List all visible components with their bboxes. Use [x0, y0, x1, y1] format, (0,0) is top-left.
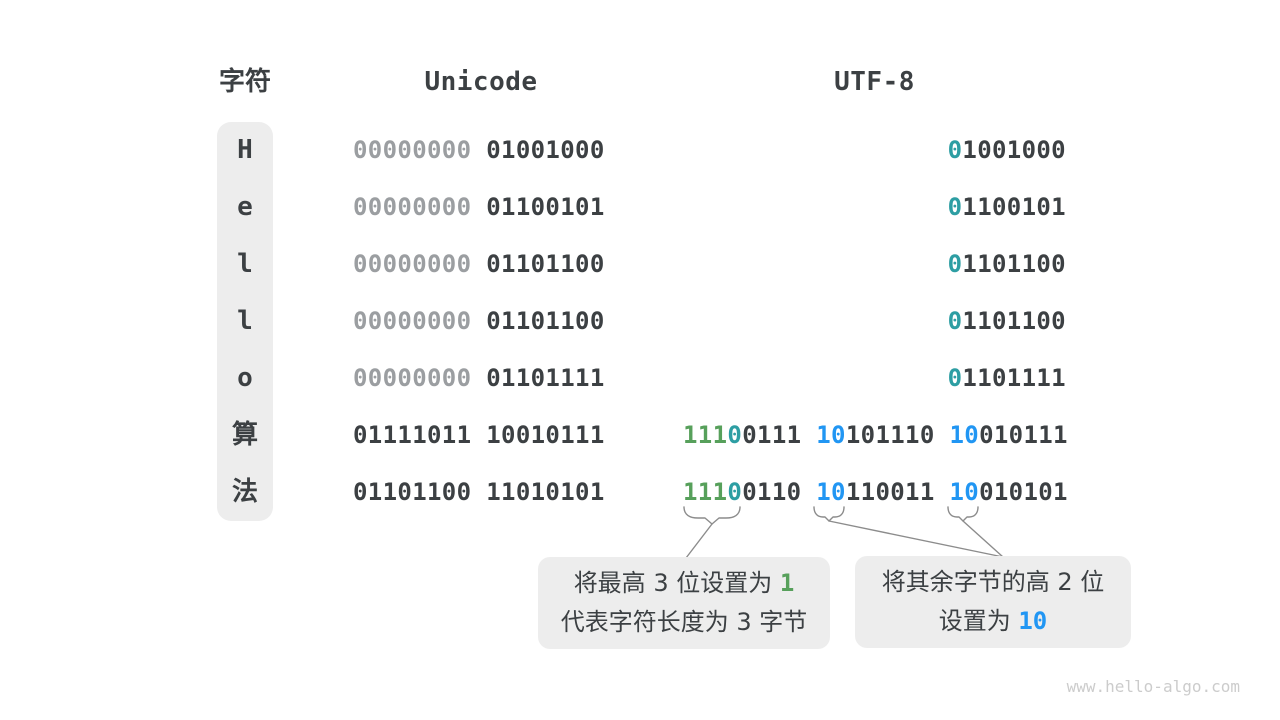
bit-segment: 111	[683, 478, 728, 506]
callout-text: 代表字符长度为 3 字节	[560, 608, 808, 636]
bit-segment: 11010101	[486, 478, 605, 506]
watermark-url: www.hello-algo.com	[1066, 677, 1240, 696]
bit-segment: 01101100	[486, 307, 605, 335]
bit-segment: 0111	[742, 421, 802, 449]
bit-segment: 1001000	[962, 136, 1066, 164]
utf8-value: 11100110 10110011 10010101	[683, 464, 1068, 521]
callout-continuation-byte-rule: 将其余字节的高 2 位设置为 10	[855, 556, 1131, 648]
callout-line: 代表字符长度为 3 字节	[538, 604, 830, 641]
utf8-value: 01101100	[683, 236, 1066, 293]
bit-segment: 0	[947, 307, 963, 335]
bit-segment: 00000000	[353, 136, 472, 164]
character-cell: e	[237, 192, 253, 222]
leader-line-leading-byte	[685, 523, 713, 559]
unicode-value: 00000000 01001000	[353, 122, 609, 179]
unicode-value: 01111011 10010111	[353, 407, 609, 464]
callout-line: 将其余字节的高 2 位	[855, 564, 1131, 601]
bit-segment: 0110	[742, 478, 802, 506]
unicode-value: 00000000 01101100	[353, 236, 609, 293]
bit-segment: 1101100	[962, 307, 1066, 335]
callout-leading-byte-rule: 将最高 3 位设置为 1 代表字符长度为 3 字节	[538, 557, 830, 649]
callout-line: 设置为 10	[855, 603, 1131, 640]
unicode-value: 01101100 11010101	[353, 464, 609, 521]
utf8-value: 11100111 10101110 10010111	[683, 407, 1068, 464]
leader-line-continuation-byte-3	[962, 520, 1004, 558]
callout-text: 将最高 3 位设置为	[573, 569, 780, 597]
bit-segment: 0	[947, 250, 963, 278]
column-header-character: 字符	[218, 67, 271, 97]
callout-line: 将最高 3 位设置为 1	[538, 565, 830, 602]
unicode-value: 00000000 01101111	[353, 350, 609, 407]
leader-line-continuation-byte-2	[828, 520, 1004, 558]
bit-segment: 01001000	[486, 136, 605, 164]
bit-segment: 01101100	[353, 478, 472, 506]
character-cell: 法	[231, 477, 258, 507]
bit-segment: 01100101	[486, 193, 605, 221]
bit-segment: 101110	[845, 421, 935, 449]
callout-text: 设置为	[938, 607, 1019, 635]
column-header-unicode: Unicode	[424, 67, 538, 97]
character-cell: l	[237, 306, 253, 336]
bit-segment: 111	[683, 421, 728, 449]
character-cell: o	[237, 363, 253, 393]
bit-segment: 00000000	[353, 364, 472, 392]
bit-segment: 010101	[979, 478, 1068, 506]
callout-highlight-bits: 10	[1018, 607, 1048, 635]
bit-segment: 0	[727, 421, 743, 449]
bit-segment: 00000000	[353, 250, 472, 278]
bit-segment: 1101111	[962, 364, 1066, 392]
bit-segment: 10	[949, 421, 980, 449]
bit-segment: 1100101	[962, 193, 1066, 221]
bit-segment: 010111	[979, 421, 1068, 449]
utf8-value: 01100101	[683, 179, 1066, 236]
character-cell: l	[237, 249, 253, 279]
bit-segment: 0	[947, 193, 963, 221]
character-cell: 算	[231, 420, 258, 450]
character-column-background	[217, 122, 273, 521]
character-cell: H	[237, 135, 253, 165]
column-header-utf8: UTF-8	[834, 67, 915, 97]
bit-segment: 00000000	[353, 193, 472, 221]
bit-segment: 10	[816, 478, 846, 506]
callout-highlight-bits: 1	[779, 569, 795, 597]
bit-segment: 00000000	[353, 307, 472, 335]
bit-segment: 0	[947, 364, 963, 392]
bit-segment: 10010111	[486, 421, 605, 449]
bit-segment: 01111011	[353, 421, 472, 449]
unicode-value: 00000000 01101100	[353, 293, 609, 350]
bit-segment: 0	[727, 478, 743, 506]
bit-segment: 01101111	[486, 364, 605, 392]
bit-segment: 1101100	[962, 250, 1066, 278]
bit-segment: 0	[947, 136, 963, 164]
unicode-value: 00000000 01100101	[353, 179, 609, 236]
bit-segment: 10	[816, 421, 846, 449]
utf8-value: 01101111	[683, 350, 1066, 407]
callout-text: 将其余字节的高 2 位	[881, 568, 1105, 596]
bit-segment: 110011	[845, 478, 935, 506]
bit-segment: 01101100	[486, 250, 605, 278]
utf8-value: 01101100	[683, 293, 1066, 350]
utf8-value: 01001000	[683, 122, 1066, 179]
bit-segment: 10	[949, 478, 980, 506]
